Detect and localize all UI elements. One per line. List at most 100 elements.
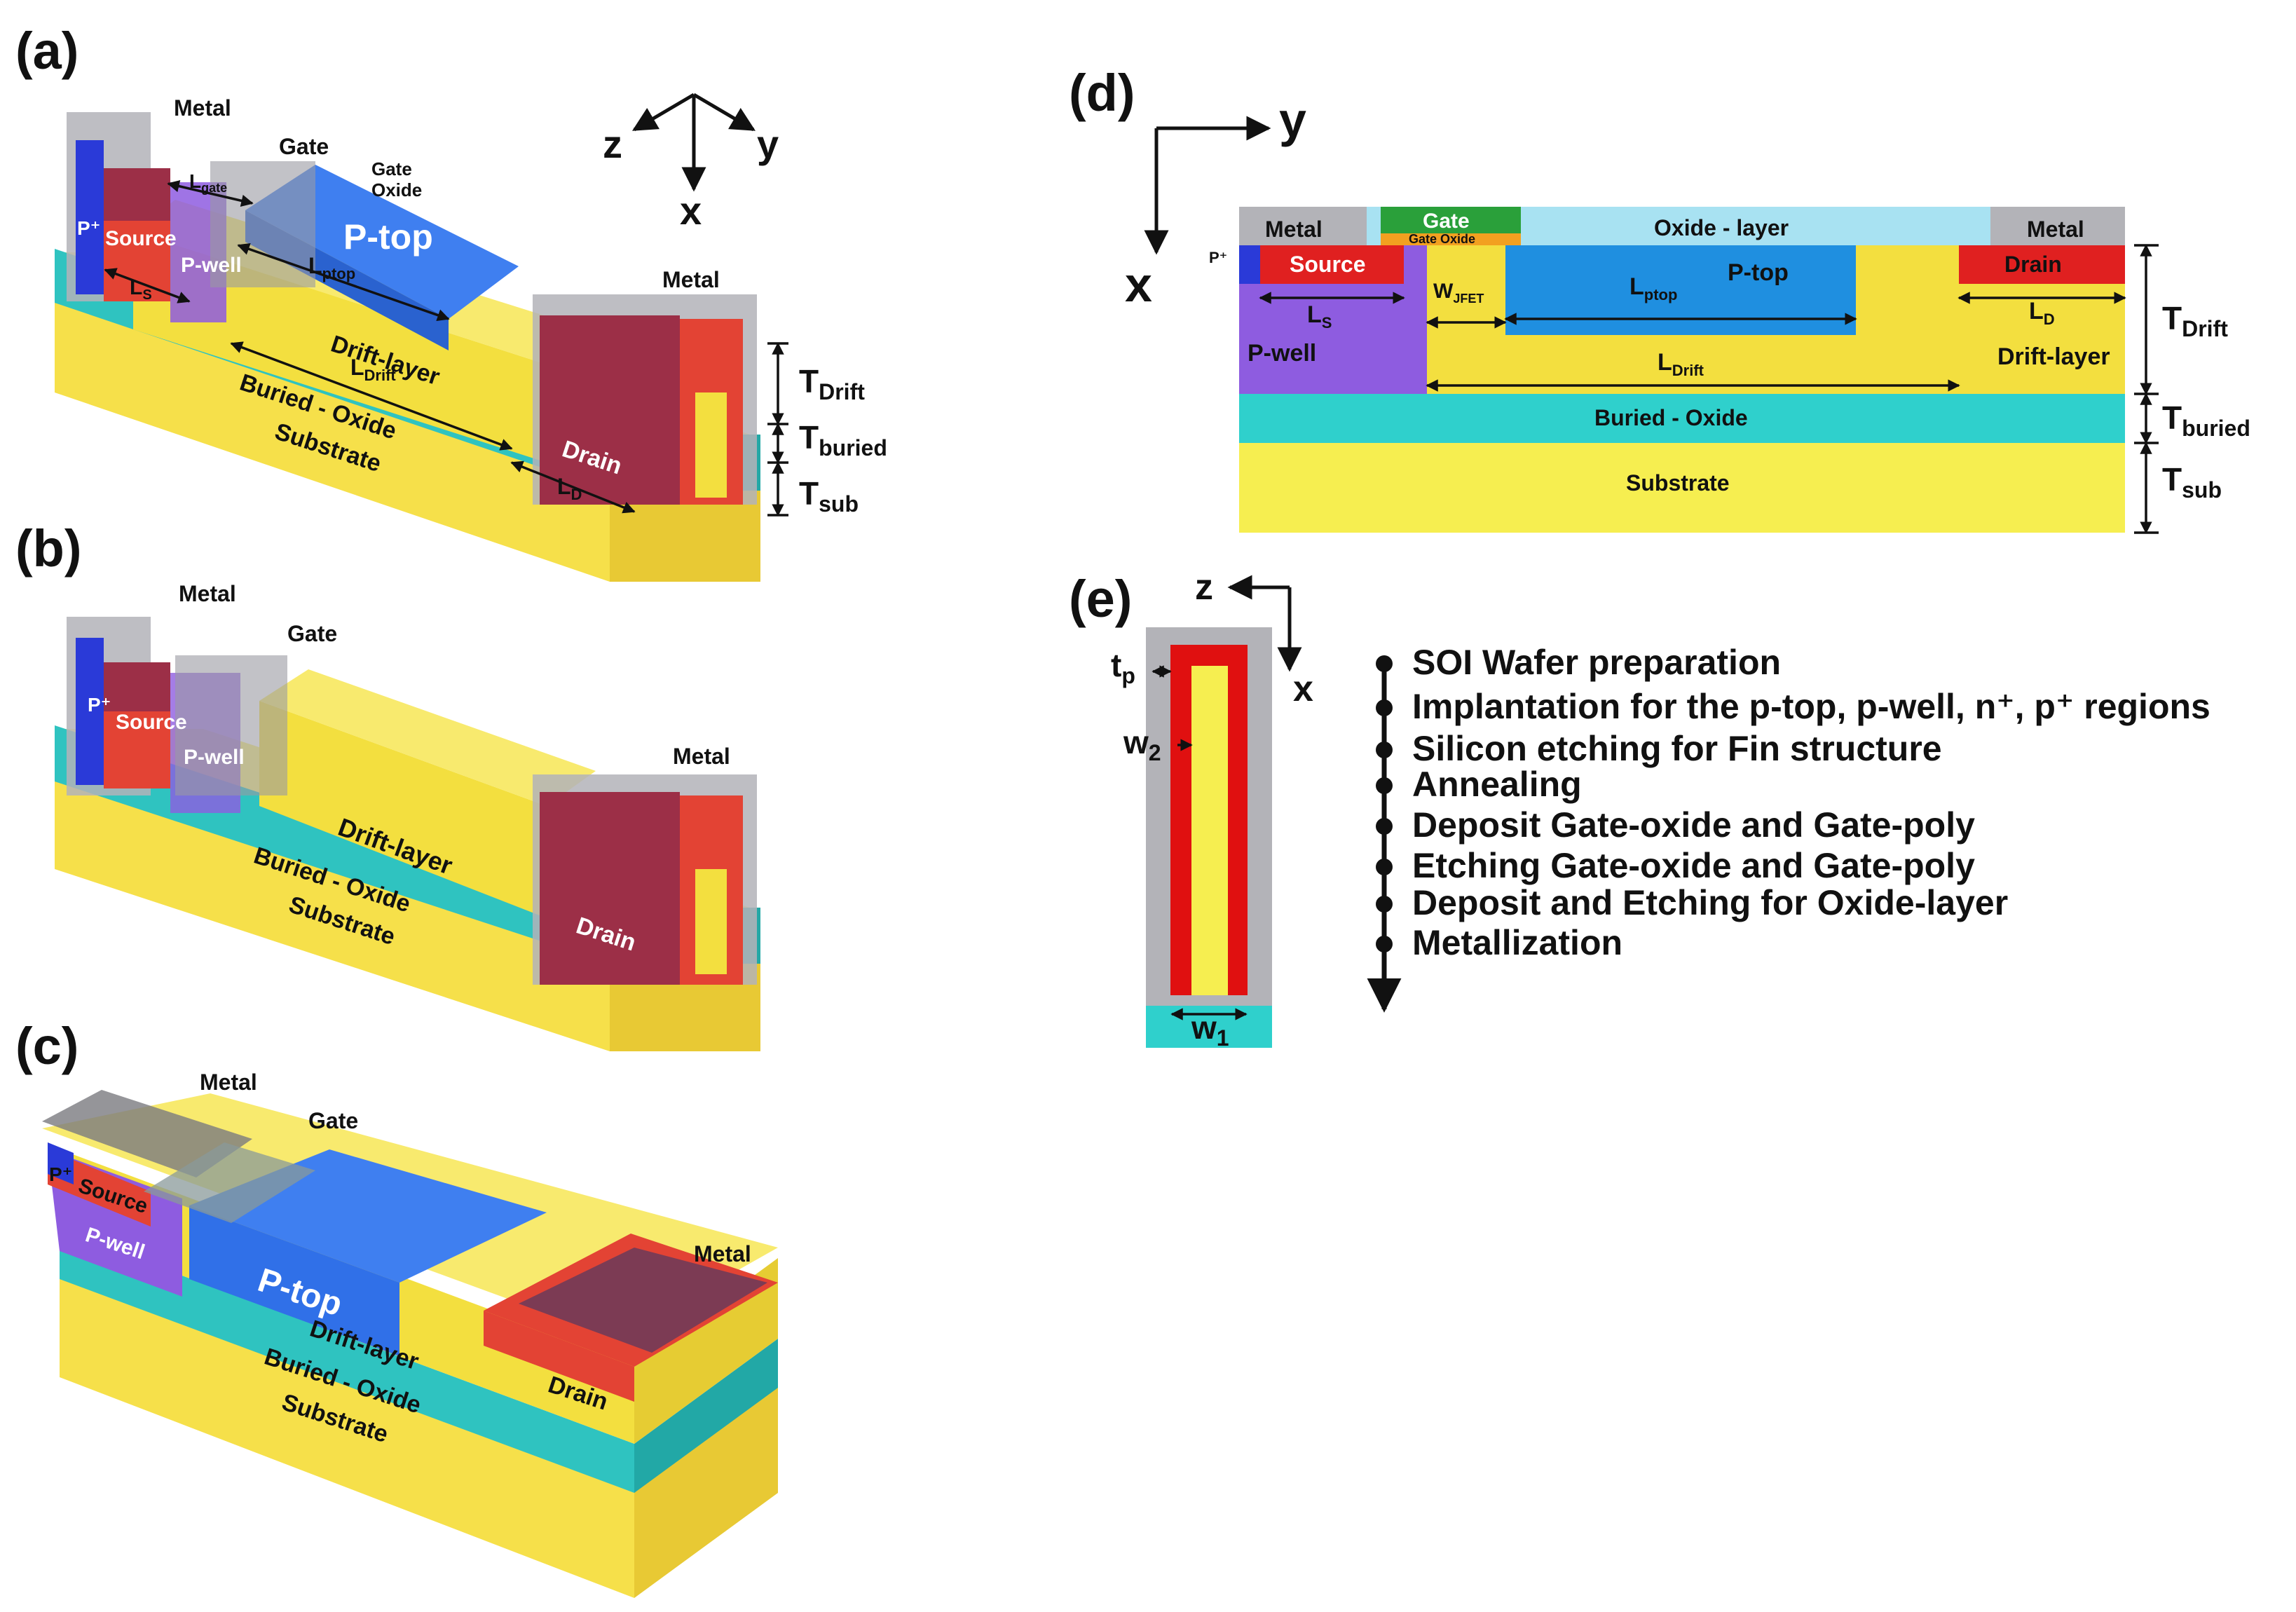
process-step: Deposit and Etching for Oxide-layer	[1412, 883, 2008, 922]
d-dim-ld: LD	[2029, 298, 2055, 328]
process-step: Implantation for the p-top, p-well, n⁺, …	[1412, 687, 2210, 726]
d-gate	[1381, 207, 1521, 233]
label-metal-right: Metal	[662, 267, 720, 292]
axis-x: x	[680, 189, 702, 233]
b-label-metal-right: Metal	[673, 744, 730, 769]
d-dim-ldrift: LDrift	[1658, 349, 1704, 379]
c-drift-end	[634, 1258, 778, 1444]
b-drain-block	[540, 792, 680, 985]
label-source: Source	[105, 227, 177, 250]
process-step-dot	[1376, 859, 1393, 875]
d-label-pwell: P-well	[1248, 340, 1316, 367]
d-buried-oxide	[1239, 394, 2125, 443]
process-step: Silicon etching for Fin structure	[1412, 729, 1942, 768]
e-dim-w1: w1	[1191, 1009, 1229, 1051]
c-buried-end	[634, 1339, 778, 1493]
drain-window	[695, 392, 727, 498]
panel-e-label: (e)	[1069, 570, 1132, 628]
d-metal-left	[1239, 207, 1367, 245]
d-label-buried: Buried - Oxide	[1594, 405, 1748, 430]
d-pplus	[1239, 245, 1260, 284]
d-dim-wjfet: WJFET	[1433, 280, 1484, 306]
panel-e: (e) z x tp w2 w1 SOI Wafer preparationIm…	[1069, 567, 2210, 1051]
dim-ldrift: LDrift	[350, 355, 396, 384]
d-label-oxide-layer: Oxide - layer	[1654, 215, 1789, 240]
d-label-drain: Drain	[2004, 252, 2062, 277]
b-label-pwell: P-well	[184, 746, 245, 769]
b-drift-top	[259, 669, 596, 806]
d-label-ptop: P-top	[1728, 259, 1789, 286]
process-step-dot	[1376, 699, 1393, 716]
label-metal-left: Metal	[174, 95, 231, 121]
c-label-pplus: P⁺	[49, 1163, 72, 1185]
d-dim-tburied: Tburied	[2162, 399, 2250, 441]
process-step-dot	[1376, 742, 1393, 758]
dim-lptop: Lptop	[308, 253, 355, 282]
label-ptop: P-top	[343, 217, 433, 257]
label-gate: Gate	[279, 134, 329, 159]
axis-y: y	[757, 122, 779, 166]
b-label-gate: Gate	[287, 621, 337, 646]
b-label-metal-left: Metal	[179, 581, 236, 606]
d-drain	[1959, 245, 2125, 284]
process-step: SOI Wafer preparation	[1412, 643, 1781, 682]
c-buried-band	[60, 1230, 634, 1493]
process-step-dot	[1376, 777, 1393, 794]
b-drift-body	[259, 701, 547, 918]
e-axis-x: x	[1293, 669, 1313, 709]
panel-c-label: (c)	[15, 1017, 78, 1075]
process-step-dot	[1376, 655, 1393, 672]
label-gate-oxide-1: Gate	[371, 158, 412, 179]
dim-tburied: Tburied	[799, 419, 887, 460]
process-step-dot	[1376, 936, 1393, 952]
process-step: Annealing	[1412, 765, 1582, 804]
b-label-pplus: P⁺	[88, 694, 111, 716]
d-label-substrate: Substrate	[1626, 470, 1730, 496]
b-source-cap	[104, 662, 170, 711]
panel-d-label: (d)	[1069, 64, 1135, 122]
dim-tsub: Tsub	[799, 475, 859, 517]
d-axis-y: y	[1279, 93, 1306, 147]
label-pwell: P-well	[181, 254, 242, 277]
d-axis-x: x	[1125, 257, 1152, 312]
dim-ld: LD	[557, 474, 582, 503]
c-substrate-end	[634, 1370, 778, 1598]
c-pplus	[48, 1142, 74, 1184]
b-drain-window	[695, 869, 727, 974]
c-left-metal	[42, 1090, 252, 1177]
axis-triad-a: z y x	[603, 93, 779, 233]
process-step: Etching Gate-oxide and Gate-poly	[1412, 846, 1975, 885]
dim-ls: LS	[130, 276, 152, 303]
axis-z: z	[603, 122, 622, 166]
c-drain-front	[484, 1311, 634, 1402]
b-gate-block	[175, 655, 287, 795]
label-gate-oxide-2: Oxide	[371, 179, 422, 200]
c-label-metal-right: Metal	[694, 1241, 751, 1266]
panel-a-label: (a)	[15, 22, 78, 80]
d-metal-right	[1990, 207, 2125, 245]
process-step: Metallization	[1412, 923, 1622, 962]
c-label-metal-left: Metal	[200, 1070, 257, 1095]
d-dim-ls: LS	[1307, 301, 1332, 332]
d-ptop	[1505, 245, 1856, 335]
panel-a: (a) Metal Gate Gate Oxide P⁺ Source P-we	[15, 22, 887, 582]
d-label-gate-oxide: Gate Oxide	[1409, 232, 1475, 246]
c-label-gate: Gate	[308, 1108, 358, 1133]
d-dim-tsub: Tsub	[2162, 461, 2222, 503]
pplus-region	[76, 140, 104, 294]
c-substrate-front	[60, 1258, 634, 1598]
e-fin-core	[1191, 666, 1228, 995]
panel-b: (b) Metal Gate P⁺ Source P-well Drift-la…	[15, 519, 760, 1051]
panel-c: (c) Metal Gate P⁺ Source P-well P-top Dr…	[15, 1017, 778, 1598]
panel-d: (d) y x Metal Gate Gate Oxide Oxide - la…	[1069, 64, 2250, 534]
d-label-metal-right: Metal	[2027, 217, 2084, 242]
e-dim-w2: w2	[1123, 724, 1161, 765]
dimensions-a: Lgate LS Lptop LDrift LD TDrift Tburied …	[104, 170, 887, 517]
b-label-source: Source	[116, 711, 187, 734]
d-label-source: Source	[1290, 252, 1365, 277]
e-axis-z: z	[1195, 567, 1213, 608]
d-label-gate: Gate	[1423, 210, 1470, 233]
d-source	[1260, 245, 1404, 284]
c-drain-metal	[519, 1248, 767, 1353]
